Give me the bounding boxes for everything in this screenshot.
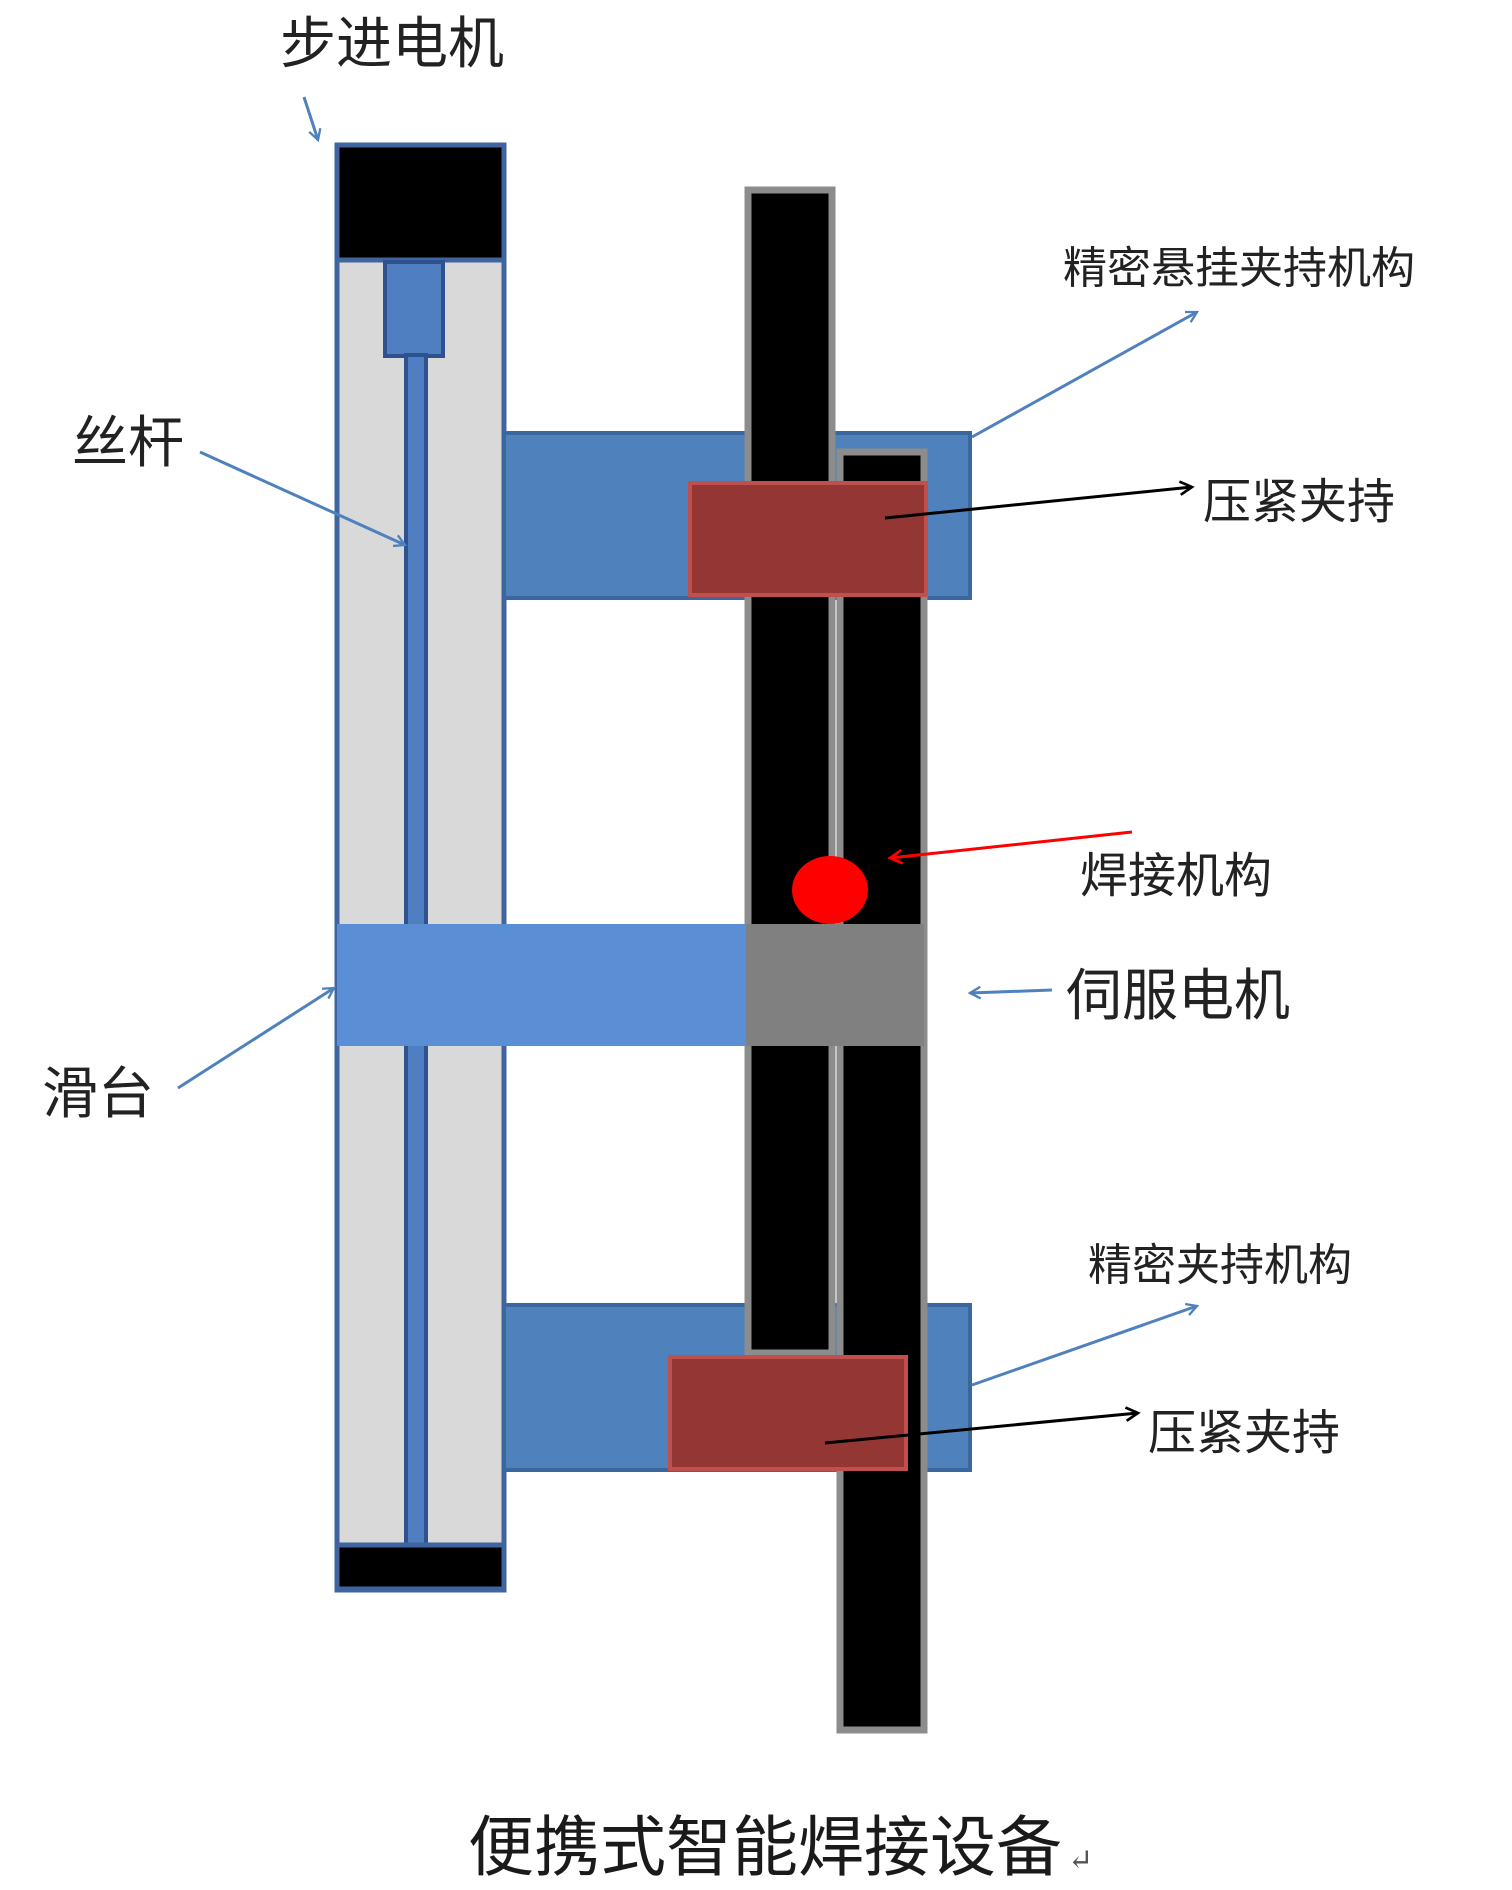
label-stepper-motor: 步进电机: [280, 12, 504, 77]
label-lead-screw: 丝杆: [72, 411, 184, 476]
arrow-servo-motor: [970, 990, 1053, 993]
arrow-stepper-motor: [302, 96, 318, 140]
label-welding-mechanism: 焊接机构: [1080, 848, 1272, 904]
welding-point: [792, 856, 868, 924]
arrow-lead-screw: [199, 450, 405, 545]
label-press-clamp-top: 压紧夹持: [1203, 474, 1395, 530]
arrow-press-clamp-top: [884, 487, 1192, 520]
paragraph-mark: ↵: [1068, 1843, 1093, 1878]
arrow-hanging-clamp: [971, 310, 1197, 439]
label-precision-clamp: 精密夹持机构: [1088, 1240, 1352, 1291]
arrow-precision-clamp: [971, 1306, 1197, 1387]
press-clamp-block-top: [688, 481, 928, 597]
workpiece-bar-left: [744, 186, 836, 1357]
label-press-clamp-bottom: 压紧夹持: [1148, 1405, 1340, 1461]
label-precision-hanging-clamp: 精密悬挂夹持机构: [1063, 243, 1415, 294]
arrow-welding-mechanism: [890, 830, 1133, 858]
arrow-press-clamp-bottom: [824, 1413, 1138, 1445]
servo-motor-block: [746, 924, 924, 1046]
label-servo-motor: 伺服电机: [1066, 964, 1290, 1029]
figure-caption: 便携式智能焊接设备↵: [468, 1809, 1093, 1886]
arrow-slide-table: [177, 988, 334, 1090]
stepper-motor-body: [334, 142, 507, 263]
workpiece-bar-right: [836, 448, 928, 1734]
bottom-base-block: [334, 1542, 507, 1592]
label-slide-table: 滑台: [42, 1062, 154, 1127]
caption-text: 便携式智能焊接设备: [468, 1809, 1062, 1886]
motor-coupling: [383, 260, 445, 358]
press-clamp-block-bottom: [668, 1355, 908, 1471]
slide-table: [337, 924, 746, 1046]
